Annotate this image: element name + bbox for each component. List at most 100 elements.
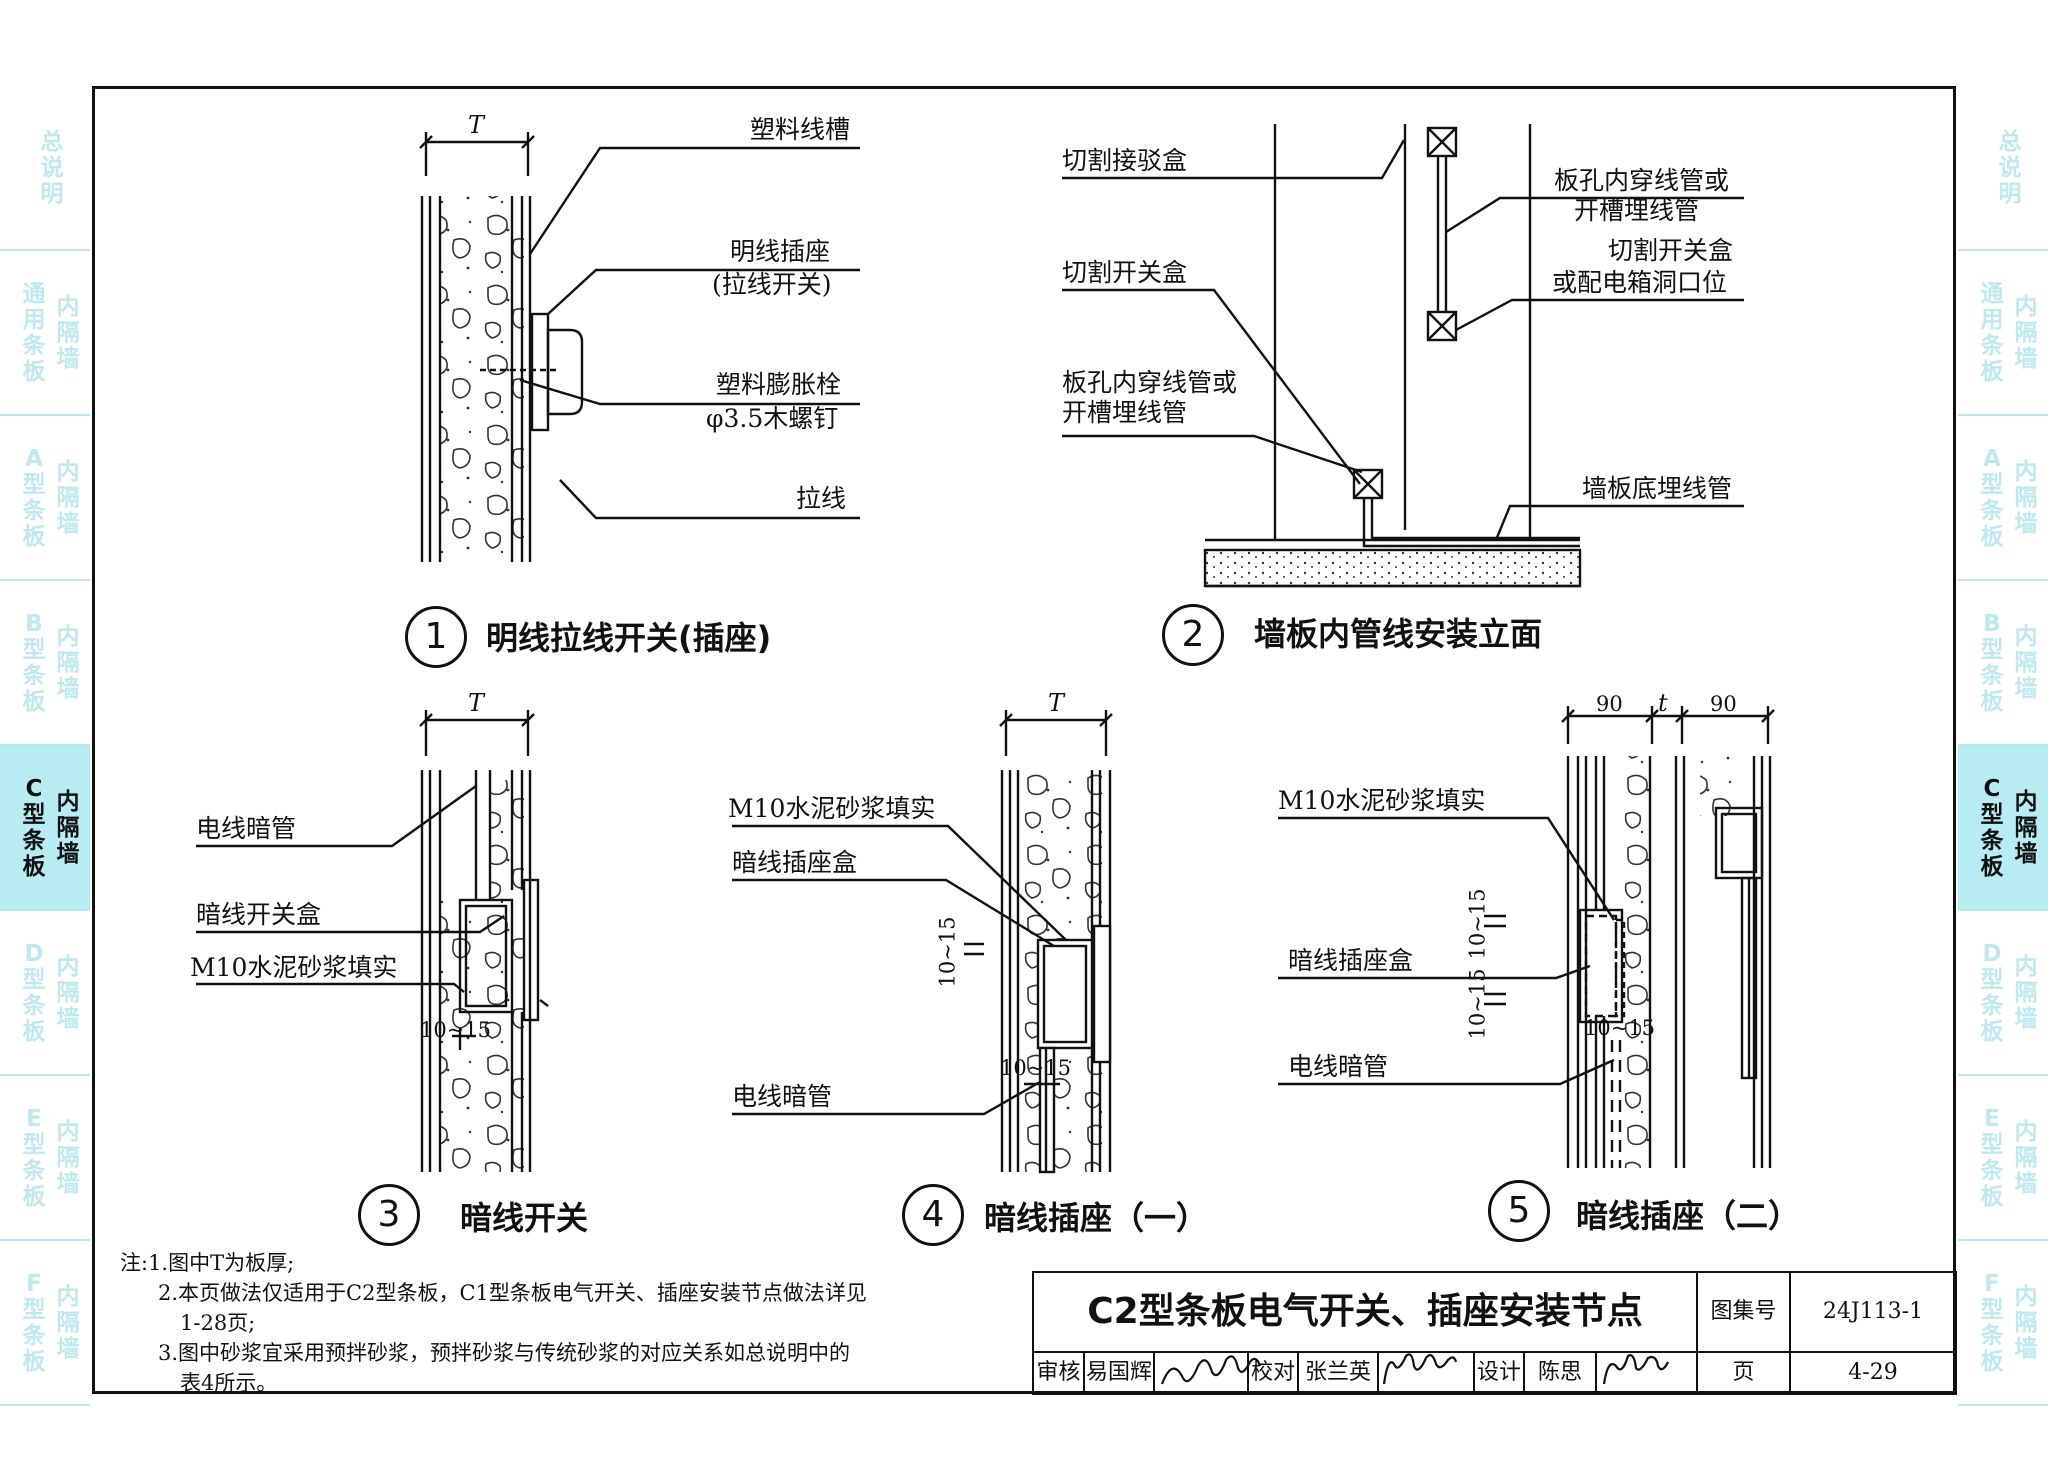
left-tab-sublabel: 内隔墙 xyxy=(56,1118,80,1197)
note-line-4: 3.图中砂浆宜采用预拌砂浆，预拌砂浆与传统砂浆的对应关系如总说明中的 xyxy=(158,1341,851,1365)
right-tab-3[interactable]: B型条板内隔墙 xyxy=(1958,581,2048,746)
drawing-title: C2型条板电气开关、插座安装节点 xyxy=(1087,1291,1643,1332)
d5-caption: 暗线插座（二） xyxy=(1576,1197,1801,1235)
d1-label-screw: φ3.5木螺钉 xyxy=(706,404,839,433)
d2-label-floor-pipe: 墙板底埋线管 xyxy=(1582,474,1733,503)
left-tab-sublabel: 内隔墙 xyxy=(56,1283,80,1362)
design-label: 设计 xyxy=(1476,1360,1521,1385)
check-label: 校对 xyxy=(1250,1360,1295,1385)
d3-dim-t: T xyxy=(468,689,485,717)
d4-caption: 暗线插座（一） xyxy=(984,1199,1209,1237)
left-tab-label: E型条板 xyxy=(22,1105,46,1210)
d1-caption: 明线拉线开关(插座) xyxy=(486,619,772,657)
d3-number-circle: 3 xyxy=(358,1184,420,1246)
atlas-label: 图集号 xyxy=(1710,1299,1777,1324)
left-tab-6[interactable]: E型条板内隔墙 xyxy=(0,1076,90,1241)
left-tab-1[interactable]: 通用条板内隔墙 xyxy=(0,251,90,416)
d5-dim-t: t xyxy=(1658,689,1668,717)
d3-caption: 暗线开关 xyxy=(460,1199,589,1237)
note-line-3: 1-28页; xyxy=(180,1311,256,1335)
d2-label-pipe-a2: 开槽埋线管 xyxy=(1062,398,1188,427)
right-tab-sublabel: 内隔墙 xyxy=(2014,1283,2038,1362)
left-tab-5[interactable]: D型条板内隔墙 xyxy=(0,911,90,1076)
left-tab-3[interactable]: B型条板内隔墙 xyxy=(0,581,90,746)
d2-label-pipe-a1: 板孔内穿线管或 xyxy=(1062,368,1238,397)
d2-label-cut-junction: 切割接驳盒 xyxy=(1062,146,1188,175)
left-tab-0[interactable]: 总说明 xyxy=(0,86,90,251)
d5-label-mortar: M10水泥砂浆填实 xyxy=(1278,786,1486,815)
atlas-number: 24J113-1 xyxy=(1822,1299,1924,1324)
right-tab-6[interactable]: E型条板内隔墙 xyxy=(1958,1076,2048,1241)
d1-label-trough: 塑料线槽 xyxy=(750,115,851,144)
d3-dim-gap: 10~15 xyxy=(420,1018,492,1042)
d5-label-socket-box: 暗线插座盒 xyxy=(1288,946,1414,975)
d2-label-pipe-b1: 板孔内穿线管或 xyxy=(1554,166,1730,195)
left-tab-label: A型条板 xyxy=(22,445,46,550)
d5-dim-vertical-top: 10~15 xyxy=(1465,888,1490,960)
check-name: 张兰英 xyxy=(1304,1360,1371,1385)
left-tab-label: D型条板 xyxy=(22,940,46,1045)
d3-label-conduit: 电线暗管 xyxy=(196,814,297,843)
left-tab-label: 通用条板 xyxy=(22,280,46,385)
left-tab-sublabel: 内隔墙 xyxy=(56,458,80,537)
d4-dim-gap: 10~15 xyxy=(1000,1056,1072,1080)
d3-label-switch-box: 暗线开关盒 xyxy=(196,900,322,929)
left-tab-sublabel: 内隔墙 xyxy=(56,293,80,372)
right-tab-7[interactable]: F型条板内隔墙 xyxy=(1958,1241,2048,1406)
review-name: 易国辉 xyxy=(1085,1360,1152,1385)
d5-dim-left: 90 xyxy=(1596,692,1623,716)
d2-label-pipe-b2: 开槽埋线管 xyxy=(1574,196,1700,225)
left-tab-label: B型条板 xyxy=(22,610,46,715)
left-tab-sublabel: 内隔墙 xyxy=(56,953,80,1032)
right-tab-2[interactable]: A型条板内隔墙 xyxy=(1958,416,2048,581)
d2-caption: 墙板内管线安装立面 xyxy=(1254,615,1543,653)
d4-label-socket-box: 暗线插座盒 xyxy=(732,848,858,877)
note-line-1: 注:1.图中T为板厚; xyxy=(120,1251,295,1275)
right-tab-sublabel: 内隔墙 xyxy=(2014,458,2038,537)
drawing-frame xyxy=(92,86,1956,1394)
right-tab-label: C型条板 xyxy=(1980,775,2004,880)
right-tab-0[interactable]: 总说明 xyxy=(1958,86,2048,251)
d1-label-pull-switch: (拉线开关) xyxy=(712,270,832,299)
d4-label-mortar: M10水泥砂浆填实 xyxy=(728,794,936,823)
d2-label-cut-box: 切割开关盒 xyxy=(1608,236,1734,265)
d5-number-circle: 5 xyxy=(1488,1180,1550,1242)
right-tab-4[interactable]: C型条板内隔墙 xyxy=(1958,746,2048,911)
right-tab-sublabel: 内隔墙 xyxy=(2014,293,2038,372)
right-tab-1[interactable]: 通用条板内隔墙 xyxy=(1958,251,2048,416)
note-line-2: 2.本页做法仅适用于C2型条板，C1型条板电气开关、插座安装节点做法详见 xyxy=(158,1281,867,1305)
d5-dim-vertical-bottom: 10~15 xyxy=(1465,968,1490,1040)
page-number: 4-29 xyxy=(1848,1360,1898,1385)
right-tab-label: D型条板 xyxy=(1980,940,2004,1045)
right-tab-label: B型条板 xyxy=(1980,610,2004,715)
right-tab-sublabel: 内隔墙 xyxy=(2014,623,2038,702)
d1-number-circle: 1 xyxy=(405,606,467,668)
left-tab-4[interactable]: C型条板内隔墙 xyxy=(0,746,90,911)
d1-label-pull: 拉线 xyxy=(796,484,847,513)
d5-label-conduit: 电线暗管 xyxy=(1288,1052,1389,1081)
d4-dim-vertical: 10~15 xyxy=(935,916,960,988)
right-tab-label: 通用条板 xyxy=(1980,280,2004,385)
right-tab-sublabel: 内隔墙 xyxy=(2014,953,2038,1032)
right-tab-5[interactable]: D型条板内隔墙 xyxy=(1958,911,2048,1076)
left-tab-label: 总说明 xyxy=(40,128,64,207)
left-tab-sublabel: 内隔墙 xyxy=(56,623,80,702)
title-block: C2型条板电气开关、插座安装节点 图集号 24J113-1 审核 易国辉 校对 … xyxy=(1033,1272,1956,1394)
d2-label-distribution: 或配电箱洞口位 xyxy=(1552,268,1728,297)
left-tab-2[interactable]: A型条板内隔墙 xyxy=(0,416,90,581)
d1-dim-t: T xyxy=(468,111,485,139)
right-tab-sublabel: 内隔墙 xyxy=(2014,788,2038,867)
d1-label-socket: 明线插座 xyxy=(730,237,831,266)
left-tab-sublabel: 内隔墙 xyxy=(56,788,80,867)
note-line-5: 表4所示。 xyxy=(180,1371,278,1395)
right-tab-label: 总说明 xyxy=(1998,128,2022,207)
d4-dim-t: T xyxy=(1048,689,1065,717)
d2-number-circle: 2 xyxy=(1162,604,1224,666)
left-tab-7[interactable]: F型条板内隔墙 xyxy=(0,1241,90,1406)
left-tab-label: C型条板 xyxy=(22,775,46,880)
page-label: 页 xyxy=(1732,1360,1755,1385)
design-name: 陈思 xyxy=(1537,1360,1582,1385)
